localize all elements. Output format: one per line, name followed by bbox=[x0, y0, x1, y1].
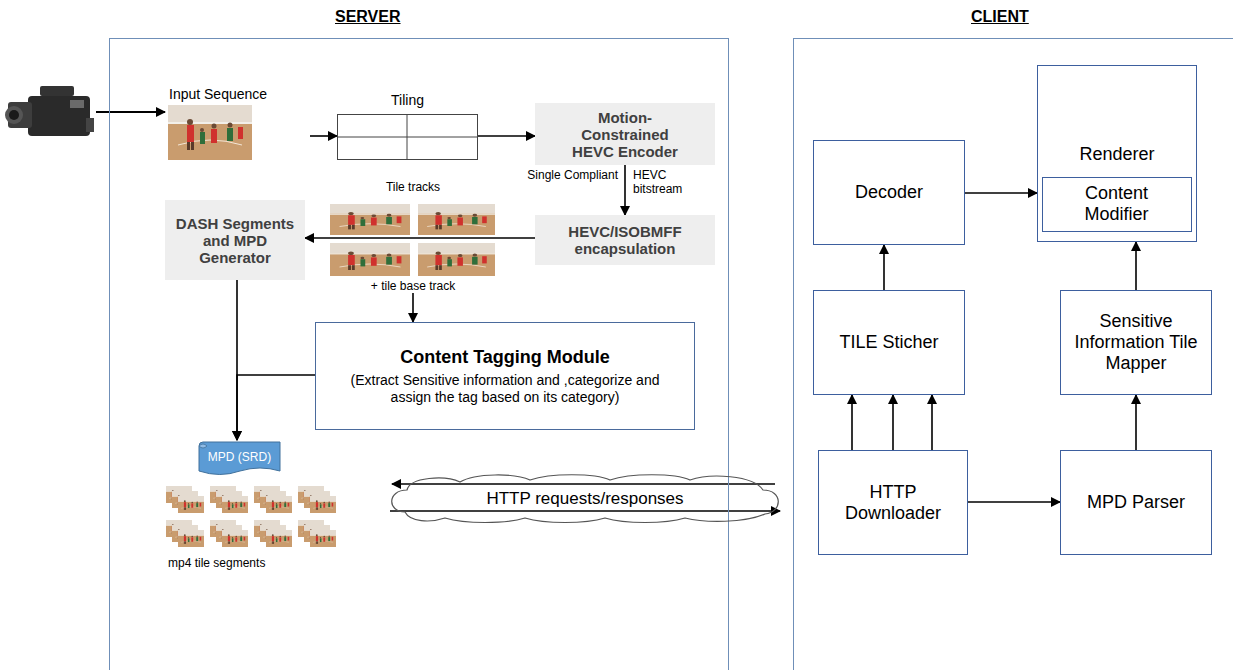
process-box: HEVC/ISOBMFF encapsulation bbox=[535, 215, 715, 265]
client-box: HTTP Downloader bbox=[818, 450, 968, 555]
segment-thumbnails bbox=[166, 486, 336, 547]
camera-icon bbox=[40, 86, 74, 96]
edge-note: HEVC bitstream bbox=[633, 168, 697, 196]
figure-caption: mp4 tile segments bbox=[168, 556, 338, 570]
segment-thumbnails bbox=[310, 530, 336, 547]
box-label: DASH Segments and MPD Generator bbox=[171, 215, 299, 266]
flow-arrow bbox=[1135, 395, 1137, 450]
tiling-grid bbox=[337, 114, 478, 160]
box-label: MPD (SRD) bbox=[208, 450, 271, 464]
client-box: TILE Sticher bbox=[813, 290, 965, 395]
client-box: Sensitive Information Tile Mapper bbox=[1060, 290, 1212, 395]
box-label: Decoder bbox=[855, 182, 923, 203]
box-caption: + tile base track bbox=[371, 279, 455, 293]
client-box: MPD Parser bbox=[1060, 450, 1212, 555]
camera-icon bbox=[5, 86, 94, 136]
flow-arrow bbox=[883, 245, 885, 290]
panel-heading: SERVER bbox=[335, 8, 401, 26]
segment-thumbnails bbox=[310, 496, 336, 513]
flow-arrow bbox=[965, 192, 1037, 194]
tile-track-images bbox=[330, 204, 495, 276]
client-box: Content Modifier bbox=[1042, 177, 1192, 232]
client-panel: CLIENTRendererContent ModifierDecoderTIL… bbox=[793, 38, 1233, 670]
client-box: RendererContent Modifier bbox=[1037, 65, 1197, 242]
tile-track-images bbox=[418, 204, 495, 235]
mpd-scroll: MPD (SRD) bbox=[197, 440, 282, 480]
flow-arrow bbox=[310, 135, 337, 137]
flow-arrow bbox=[478, 135, 535, 137]
segment-thumbnails bbox=[266, 496, 292, 513]
box-label: HEVC/ISOBMFF encapsulation bbox=[545, 223, 705, 257]
flow-arrow bbox=[412, 293, 414, 322]
box-label: Motion-Constrained HEVC Encoder bbox=[565, 109, 685, 160]
module-box: Content Tagging Module (Extract Sensitive… bbox=[315, 322, 695, 430]
camera-icon bbox=[5, 106, 23, 124]
flow-arrow bbox=[237, 375, 315, 440]
module-heading: Content Tagging Module bbox=[400, 346, 610, 368]
box-label: Content Modifier bbox=[1051, 183, 1183, 225]
panel-heading: CLIENT bbox=[971, 8, 1029, 26]
cloud-label: HTTP requests/responses bbox=[486, 489, 683, 508]
scroll-shape bbox=[199, 442, 280, 475]
response-arrow bbox=[390, 510, 780, 512]
segment-thumbnails bbox=[222, 530, 248, 547]
box-heading: Tile tracks bbox=[386, 180, 440, 194]
box-label: TILE Sticher bbox=[839, 332, 938, 353]
frame-caption: Input Sequence bbox=[169, 85, 306, 103]
segment-thumbnails bbox=[266, 530, 292, 547]
segment-thumbnails bbox=[178, 496, 204, 513]
segment-thumbnails bbox=[178, 530, 204, 547]
input-sequence: Input Sequence bbox=[165, 85, 310, 163]
server-panel: SERVERInput SequenceTilingMotion-Constra… bbox=[109, 38, 729, 670]
module-body: (Extract Sensitive information and ,cate… bbox=[330, 372, 680, 406]
input-frame bbox=[168, 105, 252, 160]
client-box: Decoder bbox=[813, 140, 965, 245]
camera-icon bbox=[9, 110, 19, 120]
camera-icon bbox=[86, 118, 94, 132]
tile-track-images bbox=[330, 204, 410, 235]
box-heading: Tiling bbox=[338, 91, 477, 109]
process-box: Motion-Constrained HEVC Encoder bbox=[535, 103, 715, 165]
flow-arrow bbox=[305, 237, 535, 239]
flow-arrow bbox=[968, 501, 1060, 503]
segment-thumbnails bbox=[222, 496, 248, 513]
request-arrow bbox=[392, 483, 775, 485]
box-label: Renderer bbox=[1038, 144, 1196, 165]
tiling-grid-box: Tiling bbox=[337, 114, 478, 160]
edge-note: Single Compliant bbox=[527, 168, 618, 182]
flow-arrow bbox=[624, 165, 626, 215]
flow-arrow bbox=[892, 395, 894, 450]
flow-arrow bbox=[931, 395, 933, 450]
flow-arrow bbox=[1135, 242, 1137, 290]
process-box: DASH Segments and MPD Generator bbox=[165, 200, 305, 280]
camera-icon bbox=[28, 96, 90, 136]
camera-arrow bbox=[96, 111, 165, 113]
scroll-curl bbox=[199, 444, 207, 448]
cloud-outline bbox=[392, 475, 779, 523]
tile-track-images bbox=[330, 243, 410, 276]
tiling-grid bbox=[337, 137, 478, 138]
tile-track-images bbox=[418, 243, 495, 276]
tile-tracks: Tile tracks + tile base track bbox=[328, 180, 498, 293]
box-label: MPD Parser bbox=[1087, 492, 1185, 513]
flow-arrow bbox=[851, 395, 853, 450]
camera-icon bbox=[70, 100, 84, 108]
box-label: Sensitive Information Tile Mapper bbox=[1071, 311, 1201, 374]
box-label: HTTP Downloader bbox=[829, 482, 957, 524]
http-cloud: HTTP requests/responses bbox=[385, 472, 785, 524]
